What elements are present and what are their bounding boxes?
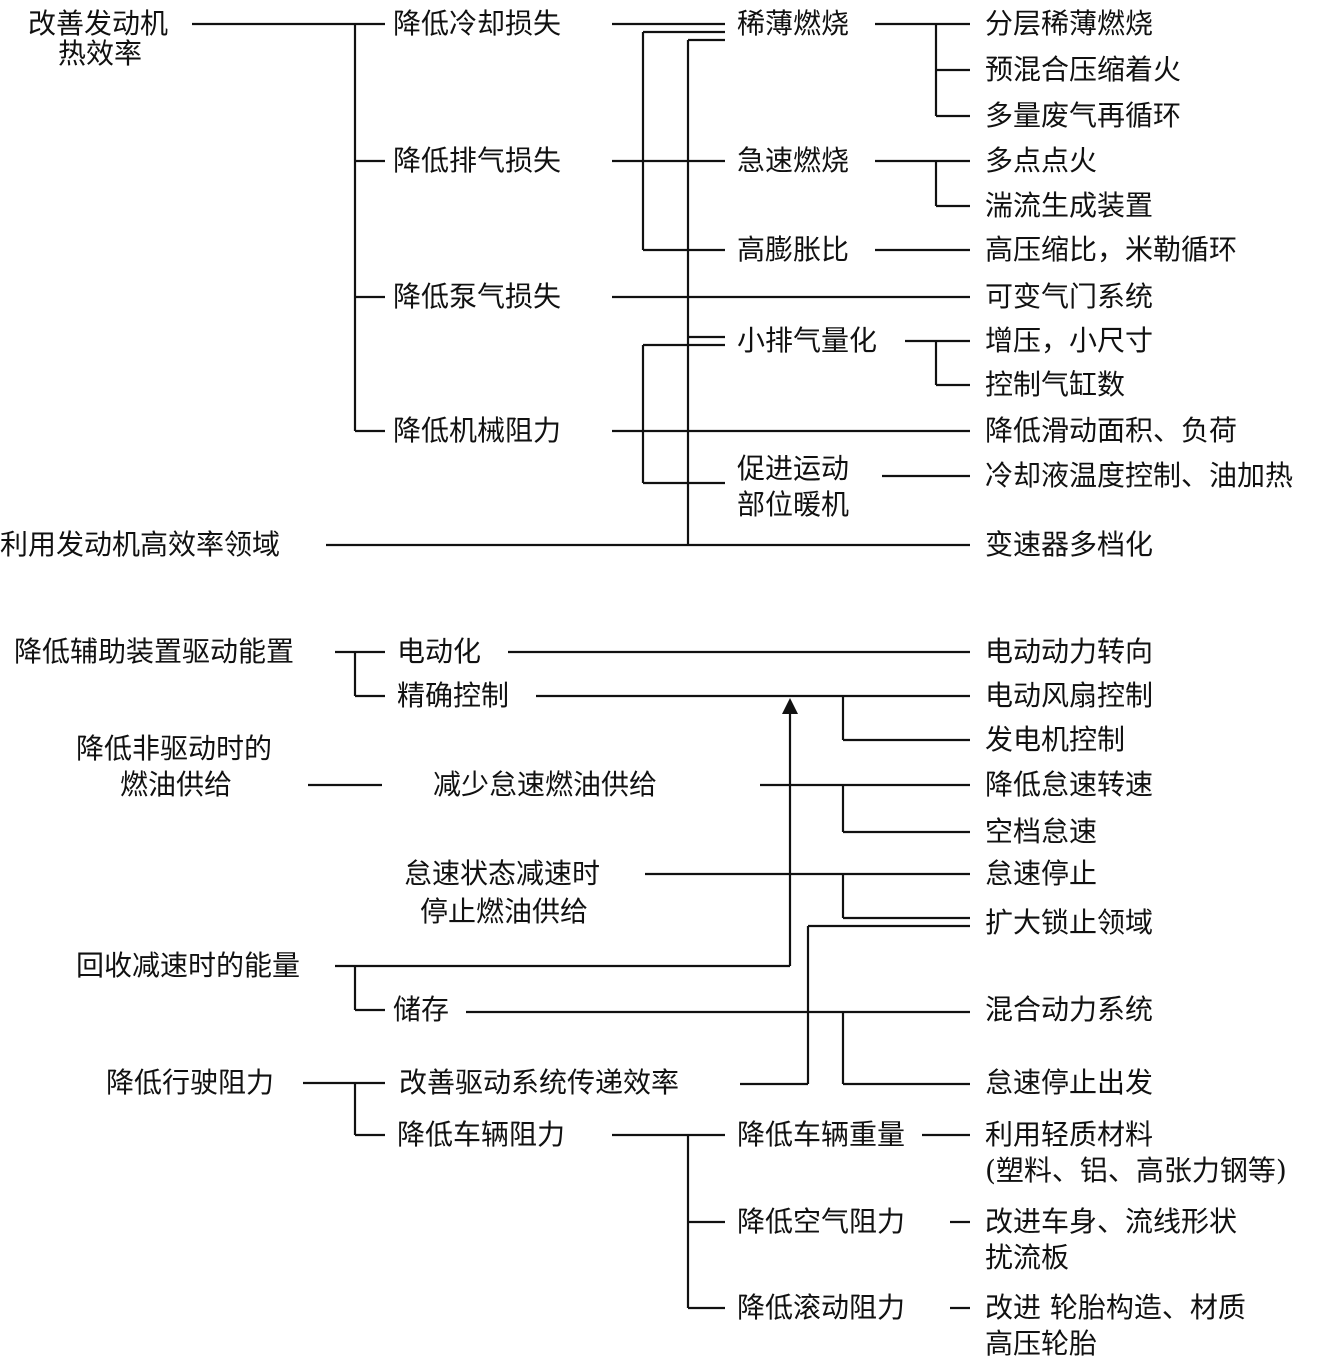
leaf-stratified-lean-burn: 分层稀薄燃烧 [985, 7, 1154, 40]
node-use-high-efficiency-region: 利用发动机高效率领域 [0, 528, 281, 561]
leaf-extend-lockup: 扩大锁止领域 [985, 906, 1154, 939]
leaf-high-compression-miller: 高压缩比，米勒循环 [985, 233, 1238, 266]
node-reduce-rolling-resistance: 降低滚动阻力 [737, 1291, 906, 1324]
node-idle-decel-line1: 怠速状态减速时 [404, 857, 601, 890]
node-rapid-combustion: 急速燃烧 [737, 144, 850, 177]
node-improve-engine: 改善发动机 [28, 7, 169, 40]
node-downsizing: 小排气量化 [737, 324, 878, 357]
leaf-hybrid-system: 混合动力系统 [985, 993, 1154, 1026]
node-storage: 储存 [393, 993, 450, 1026]
node-reduce-vehicle-resistance: 降低车辆阻力 [397, 1118, 566, 1151]
leaf-idle-stop: 怠速停止 [985, 857, 1098, 890]
leaf-turbo-small: 增压，小尺寸 [985, 324, 1154, 357]
leaf-electric-fan-control: 电动风扇控制 [985, 679, 1154, 712]
node-electrification: 电动化 [397, 635, 482, 668]
node-idle-decel-line2: 停止燃油供给 [420, 895, 589, 928]
leaf-tire-improvement-line2: 高压轮胎 [985, 1327, 1098, 1360]
node-non-drive-fuel-line2: 燃油供给 [120, 768, 233, 801]
node-reduce-air-drag: 降低空气阻力 [737, 1205, 906, 1238]
leaf-idle-stop-start: 怠速停止出发 [985, 1066, 1154, 1099]
node-recover-decel-energy: 回收减速时的能量 [76, 949, 301, 982]
node-high-expansion-ratio: 高膨胀比 [737, 233, 850, 266]
leaf-body-streamline-line1: 改进车身、流线形状 [985, 1205, 1238, 1238]
leaf-multipoint-ignition: 多点点火 [985, 144, 1098, 177]
node-improve-drivetrain-efficiency: 改善驱动系统传递效率 [399, 1066, 680, 1099]
node-reduce-exhaust-loss: 降低排气损失 [393, 144, 562, 177]
node-reduce-driving-resistance: 降低行驶阻力 [106, 1066, 275, 1099]
leaf-tire-improvement-line1: 改进 轮胎构造、材质 [985, 1291, 1246, 1324]
leaf-hcci: 预混合压缩着火 [985, 53, 1182, 86]
leaf-reduce-idle-speed: 降低怠速转速 [985, 768, 1154, 801]
leaf-turbulence-device: 湍流生成装置 [985, 189, 1154, 222]
node-reduce-mechanical-friction: 降低机械阻力 [393, 414, 562, 447]
arrowhead [782, 698, 798, 714]
leaf-multi-gear-transmission: 变速器多档化 [985, 528, 1154, 561]
leaf-electric-power-steering: 电动动力转向 [985, 635, 1154, 668]
leaf-lightweight-materials-line1: 利用轻质材料 [985, 1118, 1154, 1151]
leaf-neutral-idle: 空档怠速 [985, 815, 1098, 848]
leaf-reduce-sliding-area: 降低滑动面积、负荷 [985, 414, 1238, 447]
node-reduce-pumping-loss: 降低泵气损失 [393, 280, 562, 313]
leaf-coolant-temp-control: 冷却液温度控制、油加热 [985, 459, 1294, 492]
leaf-cylinder-control: 控制气缸数 [985, 368, 1126, 401]
leaf-lightweight-materials-line2: (塑料、铝、高张力钢等) [985, 1154, 1287, 1187]
node-non-drive-fuel-line1: 降低非驱动时的 [76, 732, 273, 765]
node-reduce-idle-fuel: 减少怠速燃油供给 [433, 768, 658, 801]
node-lean-burn: 稀薄燃烧 [737, 7, 850, 40]
node-precise-control: 精确控制 [397, 679, 510, 712]
leaf-body-streamline-line2: 扰流板 [985, 1241, 1070, 1274]
leaf-alternator-control: 发电机控制 [985, 723, 1126, 756]
node-promote-warmup-line2: 部位暖机 [737, 488, 850, 521]
node-reduce-auxiliary-drive: 降低辅助装置驱动能置 [14, 635, 295, 668]
node-thermal-efficiency: 热效率 [58, 37, 143, 70]
leaf-variable-valve: 可变气门系统 [985, 280, 1154, 313]
node-promote-warmup-line1: 促进运动 [737, 452, 850, 485]
node-reduce-cooling-loss: 降低冷却损失 [393, 7, 562, 40]
node-reduce-vehicle-weight: 降低车辆重量 [737, 1118, 906, 1151]
leaf-high-egr: 多量废气再循环 [985, 99, 1182, 132]
